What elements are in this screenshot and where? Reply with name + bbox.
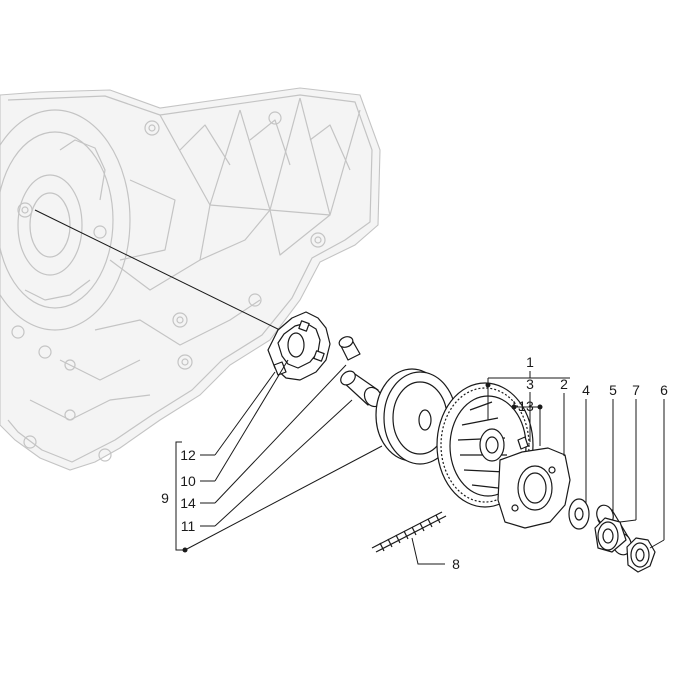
ramp-plate-part: [267, 311, 331, 381]
callout-13: 13: [518, 398, 534, 414]
callout-6: 6: [660, 382, 668, 398]
callout-14: 14: [180, 495, 196, 511]
crankcase-housing: [0, 87, 381, 471]
callout-12: 12: [180, 447, 196, 463]
small-bushing-part: [338, 336, 361, 361]
slider-part: [273, 361, 287, 376]
leader-lines: [175, 359, 665, 565]
callout-4: 4: [582, 382, 590, 398]
gasket-plate-part: [497, 447, 571, 529]
callout-7: 7: [632, 382, 640, 398]
callout-9: 9: [161, 490, 169, 506]
bell-washer-part: [594, 517, 627, 553]
callout-labels: 1 2 3 4 5 6 7 8 9 10 11 12 13 14: [161, 354, 668, 572]
callout-10: 10: [180, 473, 196, 489]
callout-1: 1: [526, 354, 534, 370]
crankshaft-axis-line: [34, 209, 291, 336]
washer-part: [568, 498, 590, 530]
callout-8: 8: [452, 556, 460, 572]
callout-3: 3: [526, 376, 534, 392]
callout-11: 11: [181, 518, 196, 534]
callout-5: 5: [609, 382, 617, 398]
nut-part: [626, 537, 656, 573]
sleeve-part: [340, 370, 383, 408]
callout-2: 2: [560, 376, 568, 392]
spring-part: [371, 511, 447, 553]
